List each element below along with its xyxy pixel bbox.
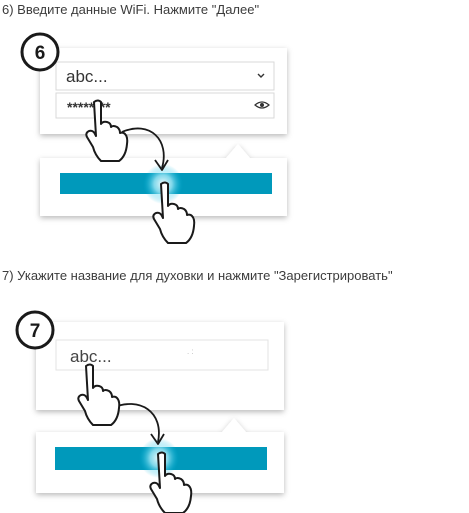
network-select[interactable]: abc...: [55, 61, 275, 91]
text-cursor-dots: . :: [187, 347, 194, 356]
network-value: abc...: [66, 67, 108, 86]
hand-pointer-icon: [77, 363, 121, 426]
eye-icon[interactable]: [254, 101, 270, 109]
step-6-badge-number: 6: [35, 43, 46, 64]
step-7-caption: 7) Укажите название для духовки и нажмит…: [2, 268, 393, 283]
hand-pointer-icon: [152, 181, 196, 244]
hand-pointer-icon: [149, 451, 193, 513]
chevron-down-icon[interactable]: [257, 73, 265, 78]
curved-arrow-icon: [111, 403, 165, 445]
hand-pointer-icon: [85, 99, 129, 162]
step-6-caption: 6) Введите данные WiFi. Нажмите "Далее": [2, 2, 260, 17]
step-6-illustration: abc... ******** 6: [20, 32, 287, 244]
curved-arrow-icon: [121, 127, 169, 171]
step-7-badge-number: 7: [30, 321, 41, 342]
oven-name-value: abc...: [70, 347, 112, 366]
step-6-badge: 6: [20, 32, 60, 72]
step-7-badge: 7: [15, 310, 55, 350]
